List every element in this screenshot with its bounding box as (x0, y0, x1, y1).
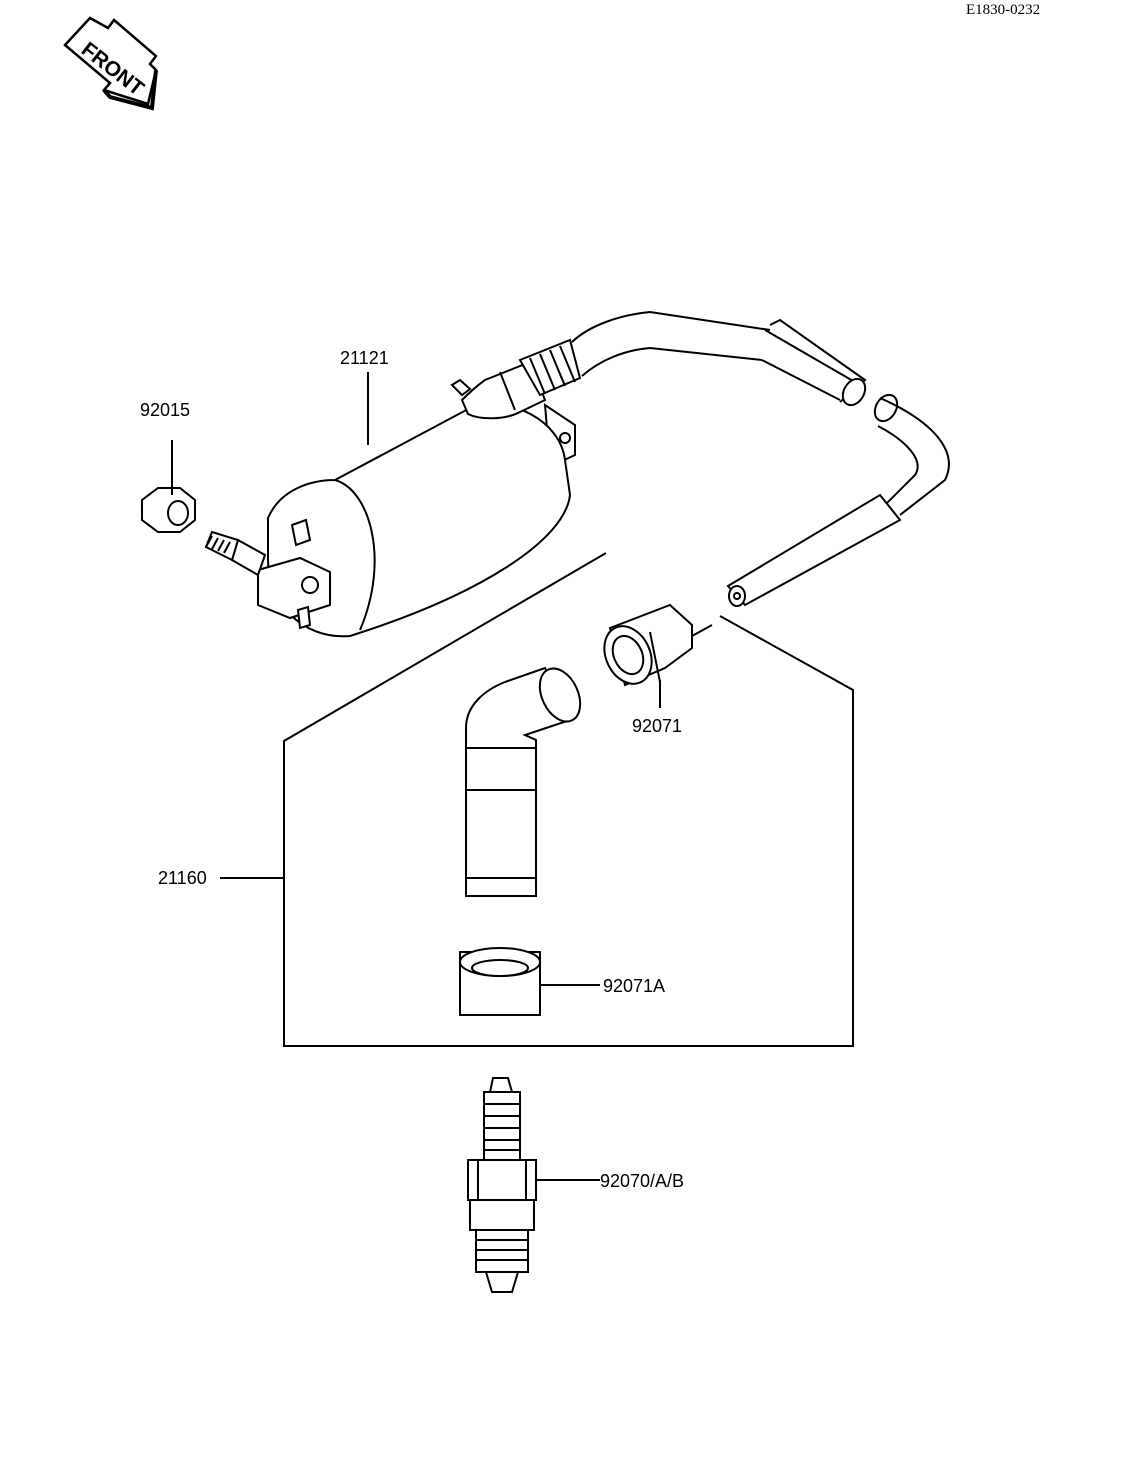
label-ignition-coil: 21121 (340, 348, 389, 368)
drawing-code: E1830-0232 (966, 2, 1041, 18)
label-cap-seal-a: 92071A (603, 976, 665, 996)
label-cap-seal: 92071 (632, 716, 682, 736)
spark-plug-92070 (468, 1078, 600, 1292)
label-plug-cap: 21160 (158, 868, 207, 888)
cap-seal-92071A (460, 948, 600, 1015)
high-tension-lead (520, 312, 949, 606)
label-spark-plug: 92070/A/B (600, 1171, 684, 1191)
cap-seal-92071 (595, 605, 712, 708)
plug-cap-kit-outline (284, 553, 853, 1046)
label-nut: 92015 (140, 400, 190, 420)
plug-cap-21160 (220, 662, 588, 896)
front-direction-arrow-icon: FRONT (65, 18, 156, 108)
ignition-coil (206, 362, 575, 636)
nut-92015 (142, 440, 195, 532)
